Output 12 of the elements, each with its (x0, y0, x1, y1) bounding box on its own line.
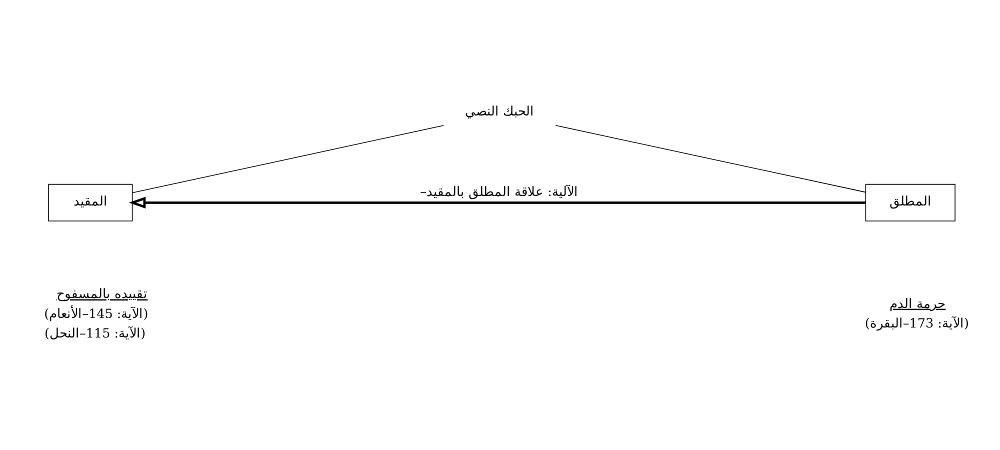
node-label: حرمة الدم (890, 296, 946, 312)
node-text: الحبك النصي (465, 104, 534, 120)
node-label: (الآية: 115–النحل) (44, 326, 146, 342)
edge-label: –الآلية: علاقة المطلق بالمقيد (420, 185, 578, 200)
arrow (128, 196, 866, 209)
node-label: (الآية: 173–البقرة) (864, 316, 969, 332)
connector (555, 125, 866, 193)
node-box: المطلق (865, 184, 956, 222)
node-box: المقيد (48, 184, 133, 222)
connector (132, 125, 444, 194)
node-label: تقييده بالمسفوح (56, 287, 148, 302)
node-label: (الآية: 145–الأنعام) (44, 307, 148, 322)
